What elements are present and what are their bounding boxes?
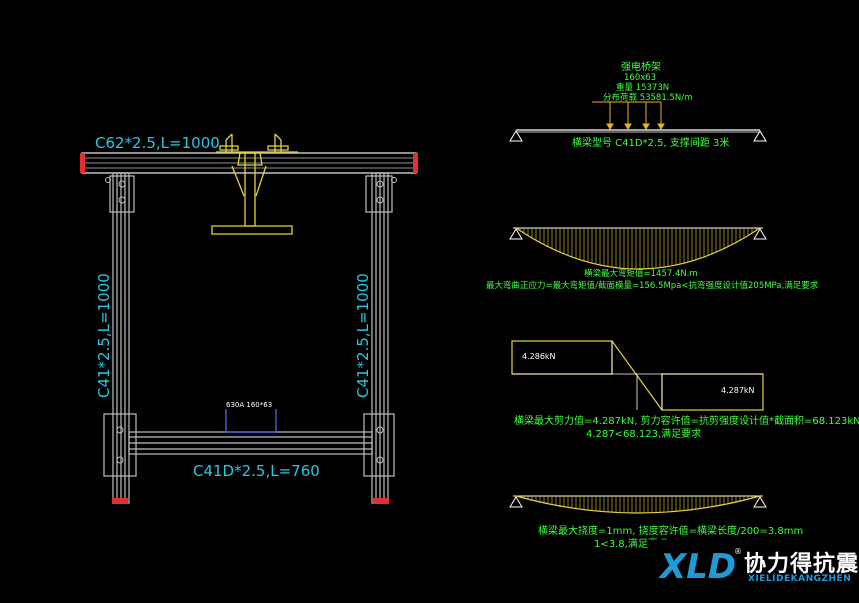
shear-left-value: 4.286kN bbox=[522, 352, 556, 361]
left-post-label: C41*2.5,L=1000 bbox=[95, 273, 113, 398]
bottom-beam bbox=[128, 431, 373, 455]
top-beam bbox=[80, 152, 418, 174]
support-frame: C62*2.5,L=1000 C41*2.5,L=1000 C41*2.5,L=… bbox=[80, 133, 418, 504]
moment-line1: 横梁最大弯矩值=1457.4N.m bbox=[584, 268, 698, 279]
load-distributed: 分布荷载 53581.5N/m bbox=[603, 92, 692, 103]
support-left bbox=[509, 130, 523, 142]
load-weight: 重量 15373N bbox=[616, 82, 669, 93]
load-size: 160x63 bbox=[624, 73, 656, 83]
support-note: 横梁型号 C41D*2.5, 支撑间距 3米 bbox=[572, 136, 729, 149]
moment-line2: 最大弯曲正应力=最大弯矩值/截面模量=156.5Mpa<抗弯强度设计值205MP… bbox=[486, 280, 819, 291]
shear-line2: 4.287<68.123,满足要求 bbox=[586, 428, 701, 440]
i-beam-rail bbox=[211, 133, 298, 235]
load-diagram: 强电桥架 160x63 重量 15373N 分布荷载 53581.5N/m 横梁… bbox=[509, 60, 767, 149]
cable-tray bbox=[225, 409, 277, 433]
brand-pinyin: XIELIDEKANGZHEN bbox=[748, 574, 852, 584]
brand-logo bbox=[648, 540, 850, 599]
right-post-label: C41*2.5,L=1000 bbox=[354, 273, 372, 398]
bottom-beam-label: C41D*2.5,L=760 bbox=[193, 462, 320, 480]
svg-text:XLD: XLD bbox=[658, 547, 736, 587]
load-arrows bbox=[592, 101, 665, 130]
moment-diagram: 横梁最大弯矩值=1457.4N.m 最大弯曲正应力=最大弯矩值/截面模量=156… bbox=[486, 227, 819, 291]
deflection-line1: 横梁最大挠度=1mm, 挠度容许值=横梁长度/200=3.8mm bbox=[538, 524, 803, 537]
shear-right-value: 4.287kN bbox=[721, 386, 755, 395]
xld-logo-mark: XLD ® bbox=[658, 547, 742, 587]
cable-tray-label: 630A 160*63 bbox=[226, 401, 272, 409]
load-title: 强电桥架 bbox=[621, 60, 661, 73]
beam-end-cap-right bbox=[413, 153, 418, 173]
top-beam-label: C62*2.5,L=1000 bbox=[95, 134, 220, 152]
svg-text:®: ® bbox=[734, 547, 742, 556]
right-post bbox=[363, 172, 395, 504]
shear-diagram: 4.286kN 4.287kN 横梁最大剪力值=4.287kN, 剪力容许值=抗… bbox=[511, 340, 859, 440]
bolt-nodes bbox=[105, 177, 397, 464]
shear-line1: 横梁最大剪力值=4.287kN, 剪力容许值=抗剪强度设计值*截面积=68.12… bbox=[514, 414, 859, 427]
brand-name: 协力得抗震 bbox=[744, 552, 859, 577]
left-post bbox=[103, 172, 137, 504]
beam-end-cap-left bbox=[80, 153, 85, 173]
support-right bbox=[753, 130, 767, 142]
